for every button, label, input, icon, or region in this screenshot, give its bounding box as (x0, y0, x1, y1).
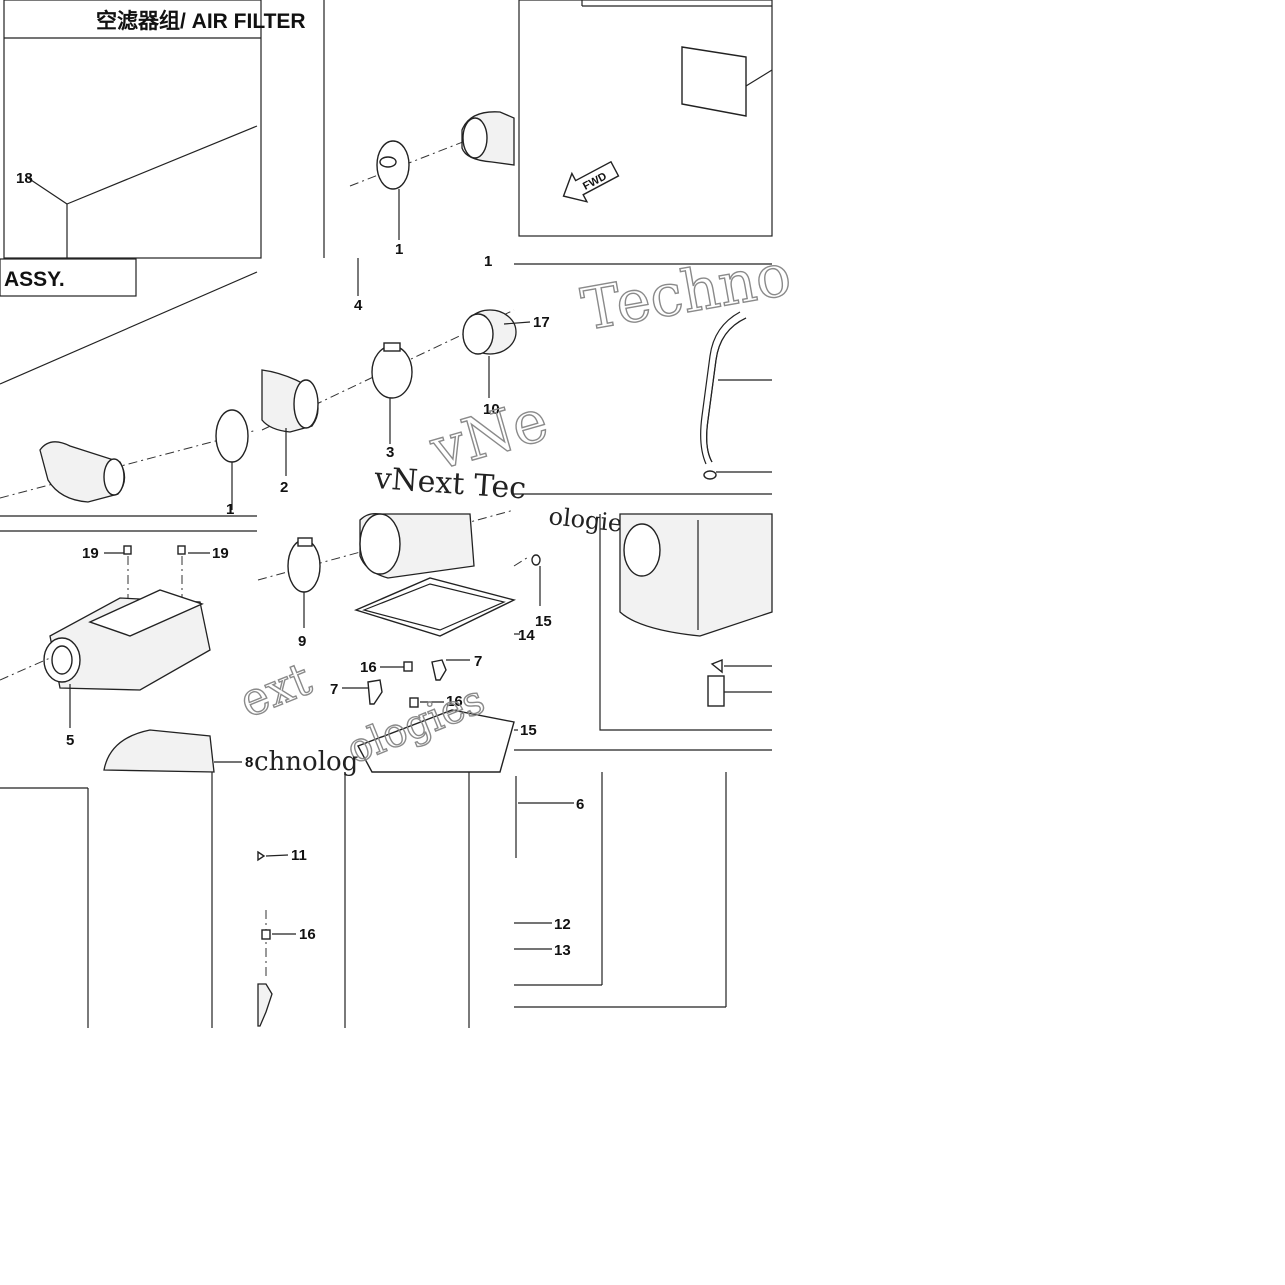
airbox-lower (357, 709, 515, 773)
callout-8: 8 (245, 754, 253, 771)
tile-bottom: 6 11 16 12 13 (0, 772, 727, 1028)
callout-16-bottom: 16 (299, 926, 316, 943)
callout-17: 17 (533, 314, 550, 331)
hose-clamp-3 (371, 345, 413, 399)
hose-clamp-1b (215, 409, 249, 463)
label-plate (681, 46, 747, 117)
callout-4: 4 (354, 297, 363, 314)
fwd-label: FWD (581, 170, 609, 192)
drain-valve (257, 983, 273, 1027)
watermark-vne: vNe (422, 386, 555, 484)
tile-top-left: 空滤器组/ AIR FILTER 18 (3, 0, 306, 259)
tile-top-middle: 1 (323, 0, 515, 258)
callout-19-right: 19 (212, 545, 229, 562)
callout-16-top: 16 (360, 659, 377, 676)
drain-tube (707, 675, 725, 707)
tile-mid-right: Techno ologies (514, 240, 797, 539)
hose-clamp-9 (287, 539, 321, 593)
tile-lower-right: 15 (513, 513, 773, 751)
tile-lower-middle: 9 14 16 7 7 16 15 ext ologies chnolog (231, 509, 537, 777)
callout-15-mid: 15 (520, 722, 537, 739)
callout-18: 18 (16, 170, 33, 187)
gasket-14 (353, 577, 517, 637)
callout-19-left: 19 (82, 545, 99, 562)
callout-14: 14 (518, 627, 535, 644)
bolt-19b (177, 545, 186, 555)
callout-15-top: 15 (535, 613, 552, 630)
callout-3: 3 (386, 444, 394, 461)
watermark-chnolog: chnolog (254, 747, 358, 777)
fitting-7a (431, 659, 447, 681)
callout-11: 11 (291, 847, 307, 864)
tile-lower-left: 19 19 5 8 (0, 530, 257, 773)
air-filter-title: 空滤器组/ AIR FILTER (96, 9, 306, 33)
callout-5: 5 (66, 732, 74, 749)
callout-13: 13 (554, 942, 571, 959)
plug-16b (409, 697, 419, 708)
assy-title: ASSY. (4, 268, 65, 291)
callout-6: 6 (576, 796, 584, 813)
callout-16-mid: 16 (446, 693, 463, 710)
tile-top-right: FWD (518, 0, 773, 237)
callout-10: 10 (483, 401, 500, 418)
callout-7-right: 7 (474, 653, 482, 670)
bolt-19a (123, 545, 132, 555)
tile-mid-left: ASSY. 1 (0, 258, 258, 518)
breather-hose (706, 317, 747, 463)
callout-2: 2 (280, 479, 288, 496)
callout-9: 9 (298, 633, 306, 650)
callout-7-left: 7 (330, 681, 338, 698)
drain-clip (710, 658, 723, 674)
o-ring-15 (531, 554, 541, 566)
callout-1-partial: 1 (484, 253, 492, 270)
callout-1-top: 1 (395, 241, 403, 258)
watermark-techno: Techno (577, 240, 796, 344)
clip-11 (257, 850, 266, 862)
fwd-arrow: FWD (562, 160, 620, 203)
plug-16c (261, 929, 271, 940)
callout-12: 12 (554, 916, 571, 933)
airbox-cover (49, 597, 211, 691)
fitting-7b (367, 679, 383, 705)
watermark-ext: ext (232, 651, 319, 728)
callout-1-mid: 1 (226, 501, 234, 518)
plug-16a (403, 661, 413, 672)
tile-mid-middle: 4 1 17 10 3 2 vNext Tec vNe (261, 253, 556, 507)
air-filter-element (103, 729, 215, 773)
